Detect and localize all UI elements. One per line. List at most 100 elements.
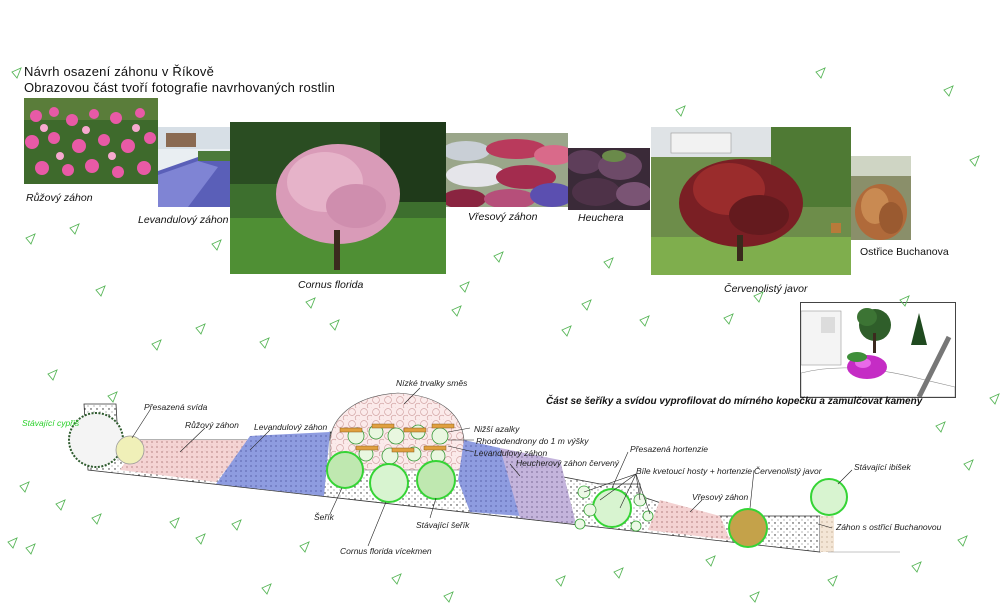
photo-heather-bed bbox=[446, 133, 568, 207]
caption-heather-bed: Vřesový záhon bbox=[468, 211, 538, 223]
sheet-title: Návrh osazení záhonu v Říkově bbox=[24, 64, 215, 79]
plant-transplanted-dogwood bbox=[115, 435, 145, 465]
scatter-triangle bbox=[443, 591, 454, 603]
photo-cornus-florida bbox=[230, 122, 446, 274]
bed-heuchera-zone bbox=[500, 448, 576, 524]
scatter-triangle bbox=[169, 517, 180, 529]
photo-buchanan-sedge bbox=[851, 156, 911, 240]
label-transplanted-hydrangea: Přesazená hortenzie bbox=[630, 444, 708, 454]
scatter-triangle bbox=[47, 369, 58, 381]
scatter-triangle bbox=[935, 421, 946, 433]
label-cornus-multistem: Cornus florida vícekmen bbox=[340, 546, 432, 556]
scatter-triangle bbox=[613, 567, 624, 579]
plant-lilac bbox=[326, 451, 364, 489]
caption-lavender-bed: Levandulový záhon bbox=[138, 214, 229, 226]
photo-lavender-bed bbox=[158, 127, 230, 207]
scatter-triangle bbox=[195, 533, 206, 545]
scatter-triangle bbox=[989, 393, 1000, 405]
label-heather-bed: Vřesový záhon bbox=[692, 492, 748, 502]
caption-cornus-florida: Cornus florida bbox=[298, 279, 364, 291]
scatter-triangle bbox=[231, 519, 242, 531]
scatter-triangle bbox=[675, 105, 686, 117]
scatter-triangle bbox=[749, 591, 760, 603]
scatter-triangle bbox=[305, 297, 316, 309]
caption-buchanan-sedge: Ostřice Buchanova bbox=[860, 246, 949, 258]
leader-lines bbox=[131, 387, 853, 547]
scatter-triangle bbox=[211, 239, 222, 251]
caption-heuchera: Heuchera bbox=[578, 212, 624, 224]
scatter-triangle bbox=[493, 251, 504, 263]
photo-red-maple bbox=[651, 127, 851, 275]
label-low-perennials: Nízké trvalky směs bbox=[396, 378, 468, 388]
scatter-triangle bbox=[603, 257, 614, 269]
scatter-triangle bbox=[391, 573, 402, 585]
label-lilac: Šeřík bbox=[314, 512, 335, 522]
scatter-triangle bbox=[827, 575, 838, 587]
scatter-triangle bbox=[451, 305, 462, 317]
plant-transplanted-hydrangea bbox=[592, 488, 632, 528]
bed-sedge-zone bbox=[820, 516, 834, 552]
label-heuchera-bed: Heucherový záhon červený bbox=[516, 458, 620, 468]
scatter-triangle bbox=[581, 299, 592, 311]
render-sketch bbox=[800, 302, 956, 398]
scatter-triangle bbox=[723, 313, 734, 325]
scatter-triangle bbox=[561, 325, 572, 337]
instruction-note: Část se šeříky a svídou vyprofilovat do … bbox=[546, 396, 923, 407]
scatter-triangle bbox=[299, 541, 310, 553]
sheet-subtitle: Obrazovou část tvoří fotografie navrhova… bbox=[24, 80, 335, 95]
plant-cornus-florida bbox=[369, 463, 409, 503]
label-existing-hibiscus: Stávající ibišek bbox=[854, 462, 911, 472]
plant-existing-hibiscus bbox=[810, 478, 848, 516]
scatter-triangle bbox=[7, 537, 18, 549]
scatter-triangle bbox=[25, 233, 36, 245]
label-lower-azaleas: Nižší azalky bbox=[474, 424, 520, 434]
label-transplanted-dogwood: Přesazená svída bbox=[144, 402, 208, 412]
scatter-triangle bbox=[899, 295, 910, 307]
label-red-maple: Červenolistý javor bbox=[754, 466, 823, 476]
label-lavender-bed-2: Levandulový záhon bbox=[474, 448, 548, 458]
caption-rose-bed: Růžový záhon bbox=[26, 192, 93, 204]
scatter-triangle bbox=[95, 285, 106, 297]
scatter-triangle bbox=[911, 561, 922, 573]
bed-lavender-zone-1 bbox=[216, 432, 330, 496]
label-lavender-bed-1: Levandulový záhon bbox=[254, 422, 328, 432]
photo-heuchera bbox=[568, 148, 650, 210]
hosta-group bbox=[574, 485, 654, 532]
scatter-triangle bbox=[91, 513, 102, 525]
scatter-triangle bbox=[639, 315, 650, 327]
scatter-triangle bbox=[69, 223, 80, 235]
scatter-triangle bbox=[969, 155, 980, 167]
scatter-triangle bbox=[55, 499, 66, 511]
scatter-triangle bbox=[963, 459, 974, 471]
scatter-triangle bbox=[815, 67, 826, 79]
bed-lavender-zone-2 bbox=[458, 440, 520, 516]
scatter-triangle bbox=[25, 543, 36, 555]
label-rhododendrons: Rhododendrony do 1 m výšky bbox=[476, 436, 589, 446]
scatter-triangle bbox=[555, 575, 566, 587]
label-existing-cypress: Stávající cypřiš bbox=[22, 418, 80, 428]
scatter-triangle bbox=[151, 339, 162, 351]
scatter-triangle bbox=[329, 319, 340, 331]
label-sedge-bed: Záhon s ostřicí Buchanovou bbox=[835, 522, 942, 532]
scatter-triangle bbox=[11, 67, 22, 79]
scatter-triangle bbox=[107, 391, 118, 403]
label-rose-bed: Růžový záhon bbox=[185, 420, 239, 430]
scatter-triangle bbox=[753, 291, 764, 303]
scatter-triangle bbox=[943, 85, 954, 97]
scatter-symbols bbox=[7, 67, 1000, 603]
scatter-triangle bbox=[259, 337, 270, 349]
plant-existing-lilac bbox=[416, 460, 456, 500]
scatter-triangle bbox=[705, 555, 716, 567]
bed-heather-zone bbox=[648, 500, 730, 540]
scatter-triangle bbox=[261, 583, 272, 595]
plant-red-maple bbox=[728, 508, 768, 548]
rhododendron-markers bbox=[339, 423, 455, 453]
scatter-triangle bbox=[957, 535, 968, 547]
caption-red-maple: Červenolistý javor bbox=[724, 283, 808, 295]
scatter-triangle bbox=[459, 281, 470, 293]
scatter-triangle bbox=[195, 323, 206, 335]
label-existing-lilac: Stávající šeřík bbox=[416, 520, 470, 530]
label-white-hostas: Bíle kvetoucí hosty + hortenzie bbox=[636, 466, 752, 476]
